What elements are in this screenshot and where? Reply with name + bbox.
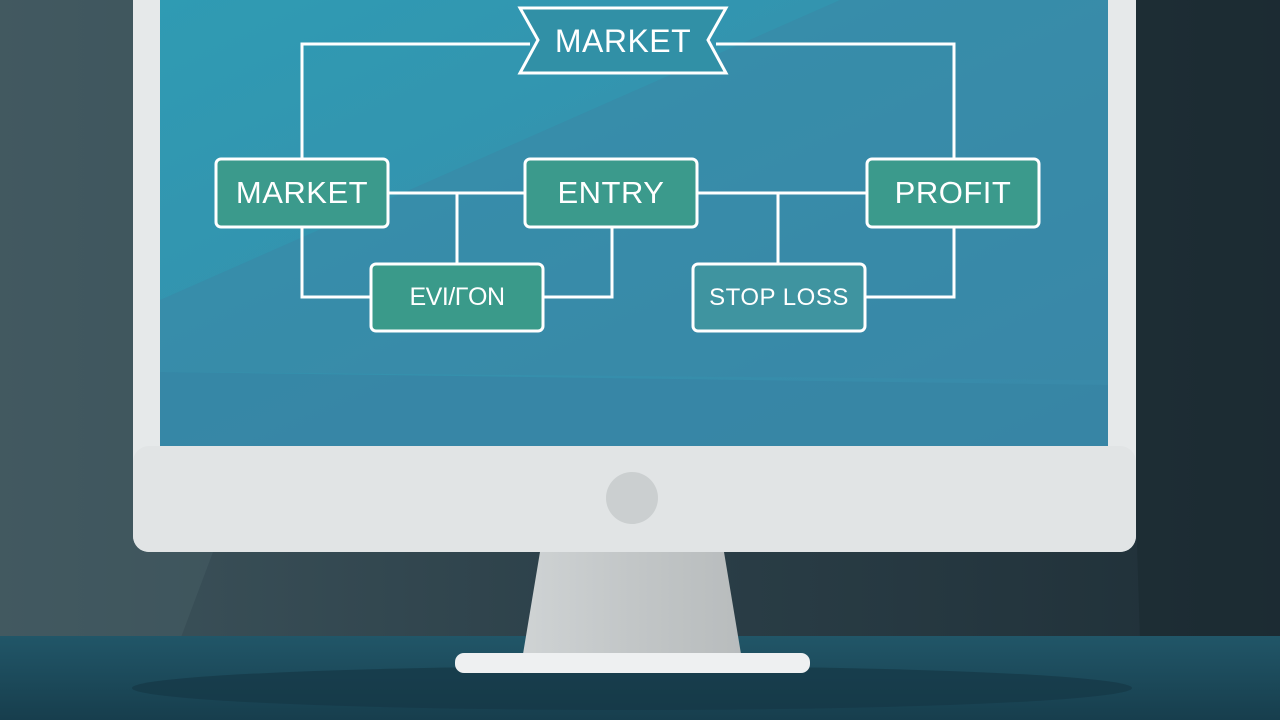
connector-lines [300, 42, 956, 299]
screen-bottom-band [160, 372, 1108, 446]
monitor-power-button [606, 472, 658, 524]
connector-evtcon-entry [543, 227, 614, 299]
connector-title-market [300, 42, 530, 159]
wall-dark-panel [1120, 0, 1280, 640]
desk-shadow [132, 666, 1132, 710]
node-market-box [214, 157, 390, 229]
node-entry-box [523, 157, 699, 229]
node-evtcon-box [369, 262, 545, 333]
node-profit-box [865, 157, 1041, 229]
connector-stop-profit [865, 227, 956, 299]
connector-market-evtcon [300, 227, 371, 299]
connector-title-profit [716, 42, 956, 159]
title-ribbon [517, 6, 729, 75]
node-stop-loss-box [691, 262, 867, 333]
monitor-stand-base [455, 653, 810, 673]
monitor-stand-neck [522, 552, 742, 660]
